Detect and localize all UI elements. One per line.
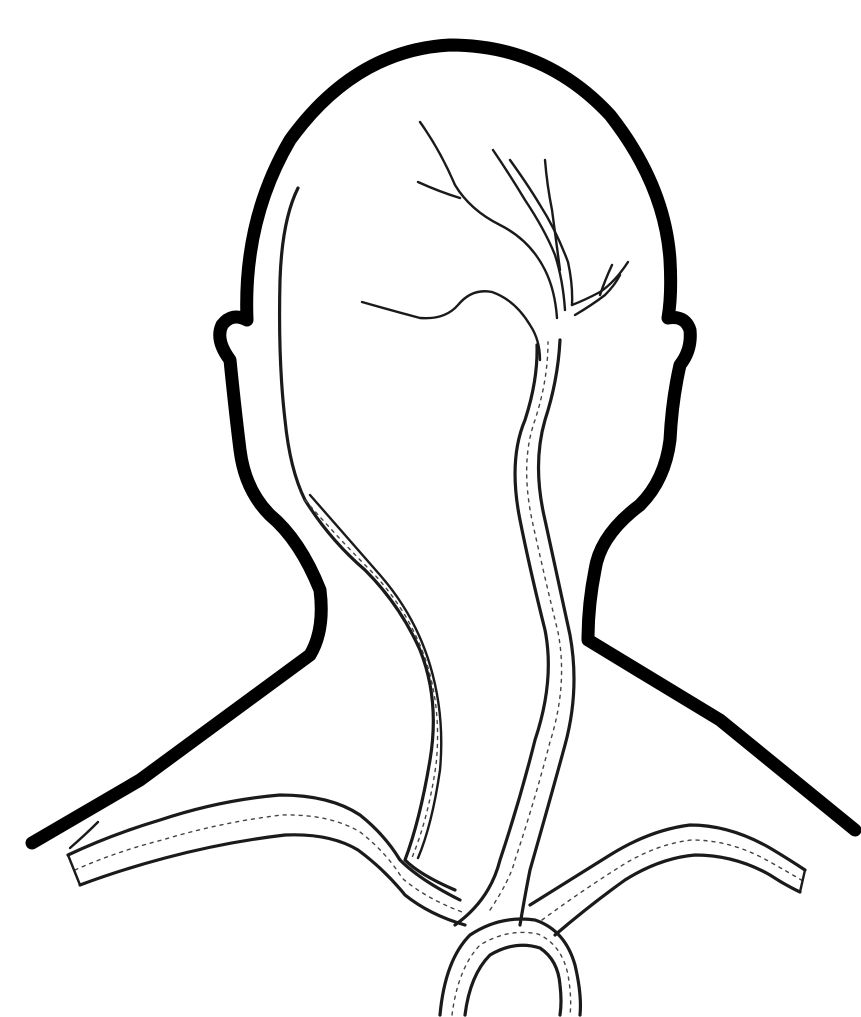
right-subclavian-end-cap bbox=[800, 870, 805, 892]
aortic-arch-inner bbox=[465, 945, 561, 1015]
left-subclavian-end-cap bbox=[68, 855, 80, 885]
right-subclavian-texture bbox=[542, 840, 803, 920]
aortic-arch-outer bbox=[440, 919, 580, 1015]
main-artery-texture bbox=[490, 342, 562, 910]
head-neck-outline-icon bbox=[32, 45, 855, 843]
main-artery-left-wall bbox=[455, 345, 548, 925]
left-subclavian-upper-wall bbox=[68, 795, 460, 900]
left-neck-contour bbox=[280, 188, 455, 890]
left-neck-texture bbox=[305, 500, 438, 860]
occipital-branch bbox=[362, 291, 540, 360]
right-subclavian-upper-wall bbox=[530, 825, 805, 905]
left-subclavian-lower-wall bbox=[80, 835, 465, 925]
